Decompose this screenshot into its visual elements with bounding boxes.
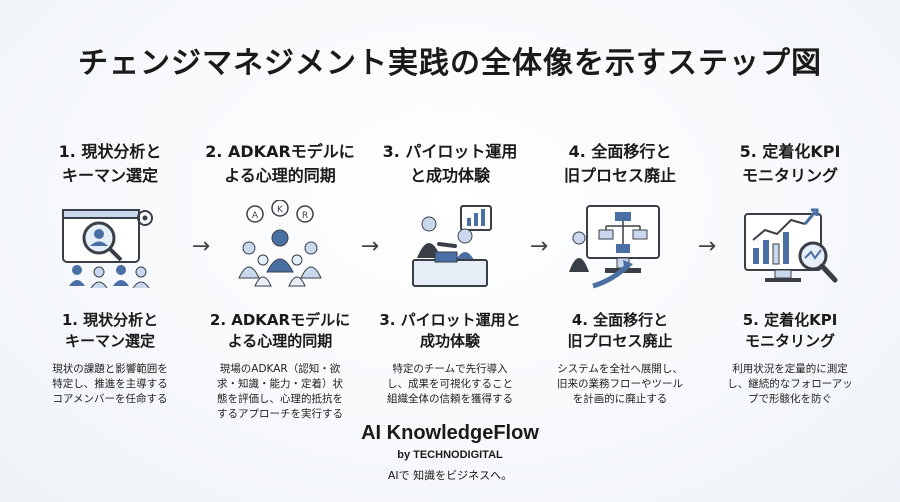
step-5: 5. 定着化KPI モニタリング 5. 定着化KPI モニタリング 利用状況を定… bbox=[715, 140, 865, 405]
step-2: 2. ADKARモデルに よる心理的同期 A K R 2. A bbox=[205, 140, 355, 420]
brand-footer: AI KnowledgeFlow by TECHNODIGITAL AIで 知識… bbox=[0, 422, 900, 483]
brand-name: AI KnowledgeFlow bbox=[361, 422, 539, 444]
magnifier-people-icon bbox=[62, 209, 153, 289]
step-5-top-title: 5. 定着化KPI モニタリング bbox=[739, 142, 841, 185]
step-3-top-title: 3. パイロット運用 と成功体験 bbox=[382, 142, 518, 185]
step-1-sub-title: 1. 現状分析と キーマン選定 bbox=[61, 311, 159, 350]
arrow-2-3: → bbox=[360, 234, 380, 259]
monitor-flowchart-icon bbox=[569, 205, 660, 289]
svg-text:K: K bbox=[277, 205, 284, 215]
handshake-presentation-icon bbox=[412, 205, 492, 287]
step-2-description: 現場のADKAR（認知・欲 求・知識・能力・定着）状 態を評価し、心理的抵抗を … bbox=[217, 363, 343, 420]
svg-text:A: A bbox=[252, 211, 259, 221]
step-1: 1. 現状分析と キーマン選定 1. 現状分析と キーマン選定 現状の課題と影響… bbox=[35, 140, 185, 405]
arrow-1-2: → bbox=[191, 234, 211, 259]
step-4-top-title: 4. 全面移行と 旧プロセス廃止 bbox=[563, 142, 676, 185]
step-4: 4. 全面移行と 旧プロセス廃止 4. 全面移行と 旧プロセス廃止 システムを全… bbox=[545, 140, 695, 405]
step-1-top-title: 1. 現状分析と キーマン選定 bbox=[58, 142, 162, 185]
page-title: チェンジマネジメント実践の全体像を示すステップ図 bbox=[78, 46, 822, 81]
step-3: 3. パイロット運用 と成功体験 3. パイロット運用と 成功体験 特定のチーム… bbox=[375, 140, 525, 405]
step-1-description: 現状の課題と影響範囲を 特定し、推進を主導する コアメンバーを任命する bbox=[52, 363, 168, 405]
brand-by: by TECHNODIGITAL bbox=[397, 449, 503, 461]
arrow-3-4: → bbox=[529, 234, 549, 259]
brand-tagline: AIで 知識をビジネスへ。 bbox=[387, 469, 513, 482]
step-2-top-title: 2. ADKARモデルに よる心理的同期 bbox=[205, 142, 355, 185]
step-2-sub-title: 2. ADKARモデルに よる心理的同期 bbox=[209, 311, 351, 350]
step-3-sub-title: 3. パイロット運用と 成功体験 bbox=[379, 311, 521, 350]
steps-flow: 1. 現状分析と キーマン選定 1. 現状分析と キーマン選定 現状の課題と影響… bbox=[35, 140, 865, 420]
dashboard-magnifier-icon bbox=[744, 208, 838, 283]
step-3-description: 特定のチームで先行導入 し、成果を可視化すること 組織全体の信頼を獲得する bbox=[387, 363, 513, 405]
step-5-sub-title: 5. 定着化KPI モニタリング bbox=[742, 311, 838, 350]
arrow-4-5: → bbox=[697, 234, 717, 259]
step-4-description: システムを全社へ展開し、 旧来の業務フローやツール を計画的に廃止する bbox=[557, 363, 683, 405]
svg-text:R: R bbox=[302, 211, 308, 221]
step-5-description: 利用状況を定量的に測定 し、継続的なフォローアッ プで形骸化を防ぐ bbox=[727, 363, 853, 405]
step-4-sub-title: 4. 全面移行と 旧プロセス廃止 bbox=[567, 311, 673, 350]
group-bubbles-icon: A K R bbox=[238, 200, 322, 287]
